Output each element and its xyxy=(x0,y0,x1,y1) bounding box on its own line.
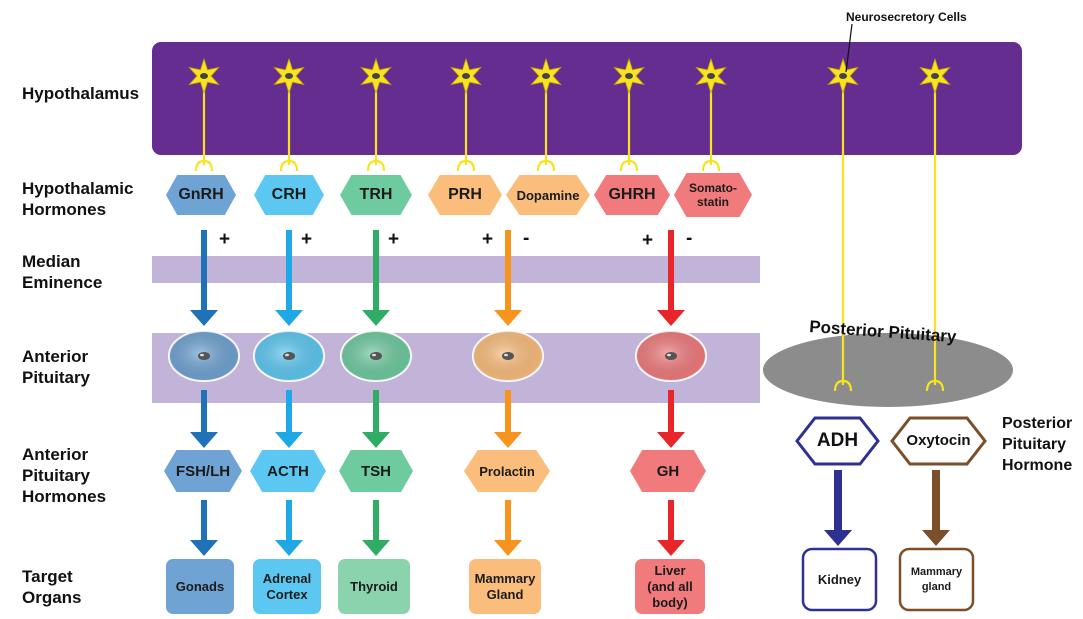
arrow-acth-to-adrenal xyxy=(275,500,303,556)
neuron-group xyxy=(188,57,951,392)
neuron-6 xyxy=(613,57,645,172)
pituitary-cell-3 xyxy=(340,330,412,382)
hormone-fsh-lh: FSH/LH xyxy=(164,450,242,492)
sign-dopamine: - xyxy=(523,228,530,249)
hypothalamus-region xyxy=(152,42,1022,155)
arrow-ghrh-to-pituitary xyxy=(657,230,685,326)
sign-prh: + xyxy=(482,229,494,250)
arrow-tsh-to-thyroid xyxy=(362,500,390,556)
arrow-prolactin-to-mammary xyxy=(494,500,522,556)
hormone-tsh: TSH xyxy=(339,450,413,492)
mammary-gland-box xyxy=(898,547,975,612)
posterior-pituitary-gland xyxy=(763,333,1013,407)
arrow-pituitary-to-acth xyxy=(275,390,303,448)
organ-mammary-gland: Mammary Gland xyxy=(469,559,541,614)
pituitary-cell-4 xyxy=(472,330,544,382)
neuron-5 xyxy=(530,57,562,172)
row-label-hypothalamus: Hypothalamus xyxy=(22,84,140,103)
row-label-median-eminence: Median Eminence xyxy=(22,252,103,292)
arrow-trh-to-pituitary xyxy=(362,230,390,326)
hormone-trh: TRH xyxy=(340,175,412,215)
arrow-adh-to-kidney xyxy=(824,470,852,546)
organ-thyroid: Thyroid xyxy=(338,559,410,614)
hormone-prh: PRH xyxy=(428,175,502,215)
neuron-9 xyxy=(919,57,951,392)
sign-ghrh: + xyxy=(642,230,654,251)
hormone-gnrh: GnRH xyxy=(166,175,236,215)
arrow-pituitary-to-prolactin xyxy=(494,390,522,448)
pituitary-cell-1 xyxy=(168,330,240,382)
neuron-1 xyxy=(188,57,220,172)
kidney-box xyxy=(801,547,878,612)
organ-adrenal-cortex: Adrenal Cortex xyxy=(253,559,321,614)
arrow-pituitary-to-tsh xyxy=(362,390,390,448)
arrow-prh-to-pituitary xyxy=(494,230,522,326)
sign-somatostatin: - xyxy=(686,228,693,249)
organ-gonads: Gonads xyxy=(166,559,234,614)
hormone-crh: CRH xyxy=(254,175,324,215)
organ-liver: Liver (and all body) xyxy=(635,559,705,614)
neurosecretory-pointer xyxy=(845,23,853,73)
organ-kidney: Kidney xyxy=(817,571,862,587)
neuron-3 xyxy=(360,57,392,172)
arrow-gnrh-to-pituitary xyxy=(190,230,218,326)
hormone-prolactin: Prolactin xyxy=(464,450,550,492)
organ-mammary-gland-posterior: Mammary gland xyxy=(910,565,963,593)
sign-trh: + xyxy=(388,229,400,250)
neuron-8 xyxy=(827,57,859,392)
arrow-oxytocin-to-mammary xyxy=(922,470,950,546)
neurosecretory-cells-label: Neurosecretory Cells xyxy=(846,10,967,24)
hormone-gh: GH xyxy=(630,450,706,492)
pituitary-cell-group xyxy=(168,330,707,382)
arrow-pituitary-to-fshlh xyxy=(190,390,218,448)
arrow-pituitary-to-gh xyxy=(657,390,685,448)
neuron-2 xyxy=(273,57,305,172)
row-label-target-organs: Target Organs xyxy=(22,567,82,607)
row-label-anterior-pituitary: Anterior Pituitary xyxy=(22,347,91,387)
pituitary-cell-5 xyxy=(635,330,707,382)
neuron-4 xyxy=(450,57,482,172)
sign-crh: + xyxy=(301,229,313,250)
pituitary-cell-2 xyxy=(253,330,325,382)
hormone-dopamine: Dopamine xyxy=(506,175,590,215)
arrow-group xyxy=(190,230,950,556)
adh-hexagon xyxy=(795,416,880,466)
arrow-fshlh-to-gonads xyxy=(190,500,218,556)
arrow-gh-to-liver xyxy=(657,500,685,556)
median-eminence-band xyxy=(152,256,760,283)
hormone-adh: ADH xyxy=(816,430,859,451)
hormone-acth: ACTH xyxy=(250,450,326,492)
hormone-ghrh: GHRH xyxy=(594,175,670,215)
oxytocin-hexagon xyxy=(890,416,987,466)
arrow-crh-to-pituitary xyxy=(275,230,303,326)
hormone-somatostatin: Somato- statin xyxy=(674,173,752,217)
sign-gnrh: + xyxy=(219,229,231,250)
hormone-oxytocin: Oxytocin xyxy=(906,432,971,449)
posterior-pituitary-hormone-label: Posterior Pituitary Hormone xyxy=(1002,415,1073,474)
row-label-anterior-pituitary-hormones: Anterior Pituitary Hormones xyxy=(22,445,107,506)
row-label-hypothalamic-hormones: Hypothalamic Hormones xyxy=(22,179,134,219)
neuron-7 xyxy=(695,57,727,172)
